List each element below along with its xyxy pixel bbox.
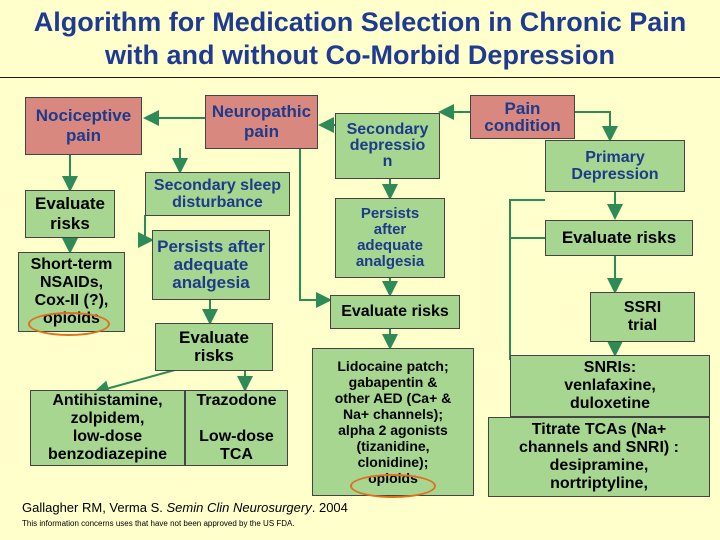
trazodone-box: Trazodone Low-dose TCA (185, 390, 288, 466)
citation-authors: Gallagher RM, Verma S. (22, 500, 167, 515)
arrow-condition-primary (575, 111, 618, 142)
titrate-tcas-box: Titrate TCAs (Na+ channels and SNRI) : d… (488, 417, 710, 497)
persists-mid-box: Persists after adequate analgesia (335, 198, 445, 278)
arrow-neuropathic-down (299, 148, 332, 308)
citation-year: . 2004 (311, 500, 348, 515)
evaluate-risks-left-box: Evaluate risks (25, 190, 115, 238)
page-title: Algorithm for Medication Selection in Ch… (0, 6, 720, 72)
secondary-sleep-box: Secondary sleep disturbance (145, 172, 290, 216)
lidocaine-box: Lidocaine patch; gabapentin & other AED … (312, 348, 474, 496)
evaluate-risks-mid-box: Evaluate risks (330, 295, 460, 329)
secondary-depression-box: Secondary depressio n (335, 113, 440, 179)
citation: Gallagher RM, Verma S. Semin Clin Neuros… (22, 500, 348, 515)
citation-journal: Semin Clin Neurosurgery (166, 500, 312, 515)
nociceptive-pain-box: Nociceptive pain (25, 97, 142, 155)
arrow-evaluate-antihistamine (93, 369, 176, 397)
evaluate-risks-mid-left-box: Evaluate risks (155, 323, 273, 371)
evaluate-risks-right-box: Evaluate risks (545, 220, 693, 256)
fda-disclaimer: This information concerns uses that have… (22, 519, 295, 528)
primary-depression-box: Primary Depression (545, 140, 685, 192)
title-line-2: with and without Co-Morbid Depression (105, 40, 615, 70)
ssri-trial-box: SSRI trial (590, 292, 695, 342)
snris-box: SNRIs: venlafaxine, duloxetine (510, 355, 710, 417)
title-line-1: Algorithm for Medication Selection in Ch… (33, 7, 687, 37)
persists-mid-left-box: Persists after adequate analgesia (152, 230, 270, 300)
opioids-highlight-mid (350, 474, 436, 498)
pain-condition-box: Pain condition (470, 95, 575, 139)
title-divider (0, 77, 720, 78)
neuropathic-pain-box: Neuropathic pain (205, 95, 318, 149)
opioids-highlight-left (28, 312, 110, 336)
antihistamine-box: Antihistamine, zolpidem, low-dose benzod… (30, 390, 185, 466)
arrow-sleep-persists (138, 215, 154, 248)
arrow-right-side (509, 199, 545, 360)
